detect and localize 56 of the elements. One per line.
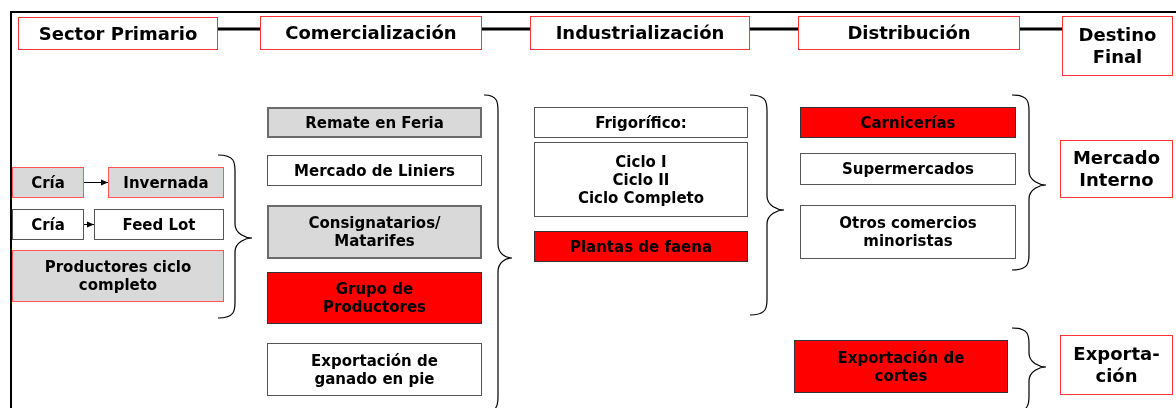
box-label: Otros comercios minoristas [838,214,978,250]
box-label: Ciclo Completo [577,188,705,207]
box-label: Productores ciclo completo [43,258,193,294]
box-label: Mercado Interno [1071,147,1162,191]
box-label: Remate en Feria [305,113,444,132]
box-label: Cría [31,215,65,234]
process-box [800,153,1016,185]
box-label: Mercado de Liniers [294,161,455,180]
stage-box [1062,16,1173,76]
process-box [534,142,748,217]
process-box [12,209,84,240]
box-label: Grupo de Productores [322,280,427,316]
process-box [267,155,482,186]
box-label: Exporta- ción [1072,343,1161,387]
process-box [12,250,224,302]
box-label: Carnicerías [860,113,956,132]
box-label: Destino Final [1077,24,1158,68]
process-box [800,107,1016,138]
process-box [800,205,1016,259]
box-label: Exportación de cortes [836,348,966,385]
connector-line [482,27,530,31]
process-box [267,343,482,396]
box-label: Supermercados [842,160,974,178]
stage-box [18,17,218,50]
arrow [83,179,109,186]
process-box [108,167,224,198]
stage-box [260,16,482,50]
process-box [267,107,482,138]
box-label: Plantas de faena [569,237,713,256]
connector-line [1020,27,1062,31]
box-label: Ciclo I [615,152,667,171]
box-label: Consignatarios/ Matarifes [307,214,442,250]
connector-line [218,27,260,31]
process-box [12,167,84,198]
box-label: Ciclo II [612,170,670,189]
process-box [94,209,224,240]
connector-line [750,27,798,31]
process-box [534,107,748,138]
process-box [794,340,1008,393]
stage-box [798,16,1020,50]
box-label: Sector Primario [38,22,198,45]
box-label: Exportación de ganado en pie [310,351,439,388]
process-box [534,231,748,262]
box-label: Cría [31,173,65,192]
process-box [267,205,482,259]
process-box [267,272,482,324]
box-label: Distribución [847,22,971,44]
destination-box [1060,335,1173,395]
box-label: Invernada [123,173,209,192]
arrow [83,221,95,228]
box-label: Frigorífico: [595,113,687,132]
box-label: Comercialización [285,22,457,44]
destination-box [1060,140,1173,198]
box-label: Feed Lot [122,215,196,234]
box-label: Industrialización [555,22,725,44]
stage-box [530,16,750,50]
